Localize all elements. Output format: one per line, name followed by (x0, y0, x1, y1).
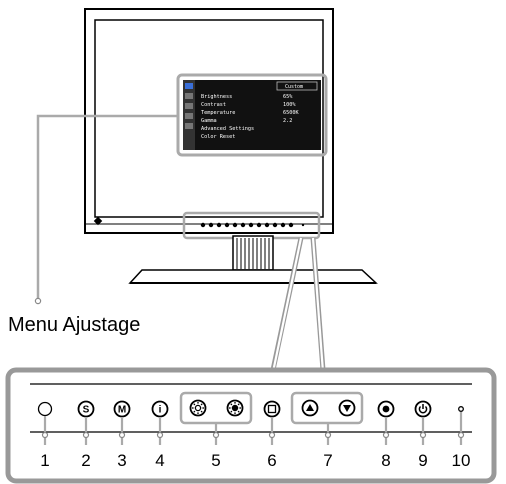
info-button[interactable]: i (151, 400, 169, 418)
button-number: 4 (155, 451, 164, 470)
osd-row-name: Contrast (201, 102, 226, 108)
up-button[interactable] (301, 399, 319, 417)
svg-text:M: M (118, 405, 126, 416)
leader-dots (41, 431, 465, 439)
osd-row-name: Gamma (201, 118, 217, 124)
button-number: 6 (267, 451, 276, 470)
m-mode-button-icon (113, 400, 131, 418)
osd-tab-icon (185, 123, 193, 129)
button-number: 7 (323, 451, 332, 470)
brightness-up-button[interactable] (226, 399, 244, 417)
osd-title: Custom (285, 84, 303, 90)
triangle-up-icon (306, 404, 314, 411)
osd-tab-icon (185, 113, 193, 119)
svg-text:i: i (159, 405, 162, 416)
down-button[interactable] (338, 399, 356, 417)
dot-icon (382, 405, 390, 413)
triangle-down-icon (343, 405, 351, 412)
osd-row-name: Advanced Settings (201, 126, 254, 132)
sun-outline-icon (192, 402, 204, 414)
button-number: 10 (452, 451, 471, 470)
menu-leader (36, 114, 178, 299)
stand (128, 235, 378, 284)
button-number: 2 (81, 451, 90, 470)
osd-rows: Brightness 65% Contrast 100% Temperature… (201, 94, 299, 140)
button-number: 8 (381, 451, 390, 470)
osd-tab-icon (185, 93, 193, 99)
menu-label: Menu Ajustage (8, 314, 140, 336)
osd-row-value: 2.2 (283, 118, 292, 124)
osd-row-value: 65% (283, 94, 293, 100)
enter-button[interactable] (377, 400, 395, 418)
front-button-dots (200, 222, 305, 228)
leader-end-dot (34, 297, 42, 305)
sun-filled-icon (229, 402, 241, 414)
svg-text:S: S (83, 405, 90, 416)
s-mode-button[interactable]: S (77, 400, 95, 418)
brightness-down-button[interactable] (189, 399, 207, 417)
button-number: 9 (418, 451, 427, 470)
power-button[interactable] (414, 400, 432, 418)
osd-row-name: Temperature (201, 110, 235, 116)
button-number: 3 (117, 451, 126, 470)
osd-row-value: 100% (283, 102, 296, 108)
button-numbers: 1 2 3 4 5 6 7 8 9 10 (40, 451, 470, 470)
info-button-icon (151, 400, 169, 418)
osd-tab-icon (185, 83, 193, 89)
square-icon (267, 404, 277, 414)
osd-row-name: Brightness (201, 94, 232, 100)
power-indicator-icon (37, 401, 53, 417)
s-mode-button-icon (77, 400, 95, 418)
power-icon (418, 404, 428, 414)
m-mode-button[interactable]: M (113, 400, 131, 418)
button-number: 5 (211, 451, 220, 470)
input-select-button[interactable] (263, 400, 281, 418)
osd-row-name: Color Reset (201, 134, 235, 140)
logo-icon (93, 216, 103, 226)
power-led-icon (458, 406, 464, 412)
button-panel: S M i (5, 367, 497, 484)
osd-tab-icon (185, 103, 193, 109)
osd-menu: Custom Brightness 65% Contrast 100% Temp… (176, 73, 328, 157)
button-number: 1 (40, 451, 49, 470)
osd-row-value: 6500K (283, 110, 299, 116)
